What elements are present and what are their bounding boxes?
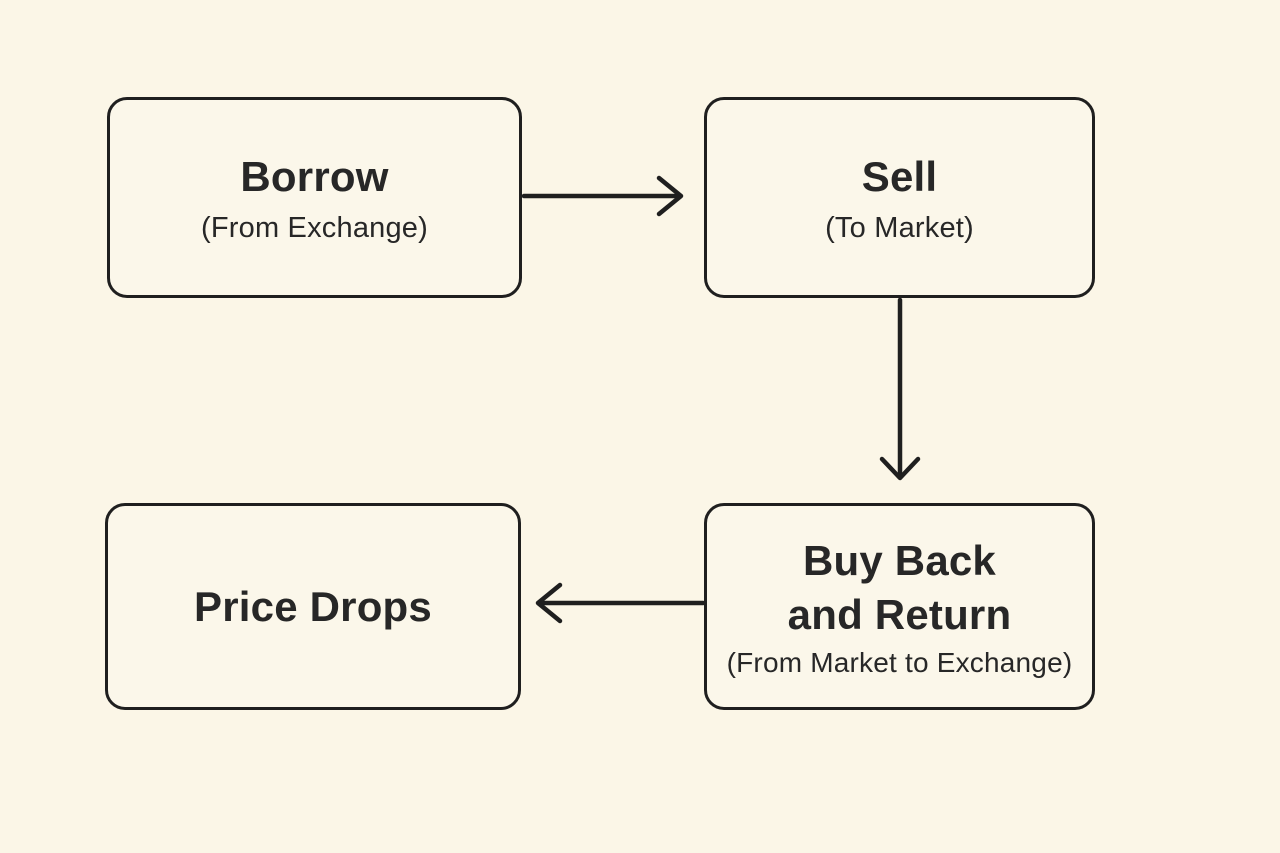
node-price-drops-title: Price Drops <box>194 582 432 630</box>
node-buy-back-subtitle: (From Market to Exchange) <box>726 646 1073 678</box>
node-price-drops: Price Drops <box>105 503 521 710</box>
node-borrow: Borrow (From Exchange) <box>107 97 522 298</box>
node-sell-title: Sell <box>861 153 938 201</box>
arrow-sell-to-buy-back <box>879 297 921 481</box>
node-borrow-subtitle: (From Exchange) <box>200 211 428 244</box>
node-sell: Sell (To Market) <box>704 97 1095 298</box>
node-borrow-title: Borrow <box>240 153 389 201</box>
arrow-borrow-to-sell <box>521 175 684 217</box>
arrow-buy-back-to-price-drops <box>535 582 706 624</box>
node-buy-back-title: Buy Back and Return <box>787 537 1012 638</box>
node-buy-back: Buy Back and Return (From Market to Exch… <box>704 503 1095 710</box>
node-sell-subtitle: (To Market) <box>825 211 974 244</box>
